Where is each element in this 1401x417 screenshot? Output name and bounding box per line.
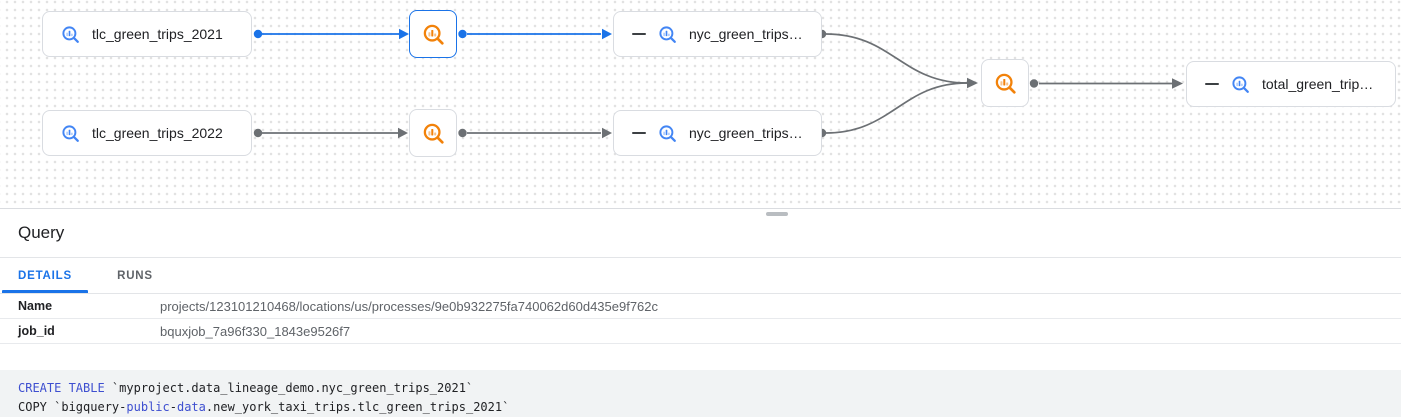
- node-process-1[interactable]: [409, 10, 457, 58]
- bigquery-process-icon: [995, 73, 1016, 94]
- node-tlc-green-trips-2022[interactable]: tlc_green_trips_2022: [42, 110, 252, 156]
- code-line: CREATE TABLE `myproject.data_lineage_dem…: [18, 379, 1383, 398]
- lineage-edges: [253, 28, 1183, 139]
- sql-text: COPY `bigquery: [18, 400, 120, 414]
- sql-keyword: public: [126, 400, 170, 414]
- table-row: Name projects/123101210468/locations/us/…: [0, 294, 1401, 319]
- row-value: projects/123101210468/locations/us/proce…: [160, 298, 659, 314]
- node-label: nyc_green_trips…: [689, 26, 803, 42]
- bigquery-table-icon: [62, 25, 79, 43]
- row-key: job_id: [18, 324, 55, 338]
- query-panel-header: Query: [0, 209, 1401, 258]
- sql-text: .new_york_taxi_trips.tlc_green_trips_202…: [205, 400, 510, 414]
- node-label: total_green_trip…: [1262, 76, 1374, 92]
- arrowhead-icon: [399, 28, 409, 40]
- panel-drag-handle[interactable]: [766, 212, 788, 216]
- node-label: tlc_green_trips_2022: [92, 125, 223, 141]
- sql-text: -: [169, 400, 177, 414]
- node-tlc-green-trips-2021[interactable]: tlc_green_trips_2021: [42, 11, 252, 57]
- panel-title: Query: [18, 223, 65, 242]
- arrowhead-icon: [967, 77, 978, 89]
- collapse-minus-icon[interactable]: [1205, 83, 1219, 85]
- table-row: job_id bquxjob_7a96f330_1843e9526f7: [0, 319, 1401, 344]
- bigquery-table-icon: [659, 124, 676, 142]
- port-dot: [1029, 79, 1039, 88]
- node-process-2[interactable]: [409, 109, 457, 157]
- sql-keyword: CREATE TABLE: [18, 381, 105, 395]
- collapse-minus-icon[interactable]: [632, 132, 646, 134]
- port-dot: [253, 128, 263, 138]
- edge-nyc2021-to-process3: [825, 33, 968, 84]
- node-process-3[interactable]: [981, 59, 1029, 107]
- collapse-minus-icon[interactable]: [632, 33, 646, 35]
- node-label: nyc_green_trips…: [689, 125, 803, 141]
- panel-spacer: [0, 344, 1401, 370]
- sql-text: -: [119, 400, 127, 414]
- sql-text: `myproject.data_lineage_demo.nyc_green_t…: [104, 381, 474, 395]
- port-dot: [458, 29, 467, 39]
- node-total-green-trips[interactable]: total_green_trip…: [1186, 61, 1396, 107]
- lineage-graph-canvas[interactable]: tlc_green_trips_2021 nyc_green_trips…: [0, 0, 1401, 209]
- bigquery-table-icon: [659, 25, 676, 43]
- bigquery-table-icon: [62, 124, 79, 142]
- arrowhead-icon: [398, 127, 408, 139]
- details-table: Name projects/123101210468/locations/us/…: [0, 294, 1401, 344]
- port-dot: [253, 29, 263, 39]
- bigquery-process-icon: [423, 24, 444, 45]
- port-dot: [458, 128, 467, 138]
- panel-tabs: DETAILS RUNS: [0, 258, 1401, 294]
- sql-keyword: data: [176, 400, 206, 414]
- arrowhead-icon: [1172, 78, 1183, 89]
- tab-details[interactable]: DETAILS: [0, 258, 90, 293]
- tab-runs[interactable]: RUNS: [117, 269, 153, 282]
- node-label: tlc_green_trips_2021: [92, 26, 223, 42]
- edge-nyc2022-to-process3: [825, 82, 968, 134]
- node-nyc-green-trips-2022[interactable]: nyc_green_trips…: [613, 110, 822, 156]
- sql-code-block: CREATE TABLE `myproject.data_lineage_dem…: [0, 370, 1401, 417]
- arrowhead-icon: [602, 127, 612, 139]
- code-line: COPY `bigquery-public-data.new_york_taxi…: [18, 398, 1383, 417]
- bigquery-table-icon: [1232, 75, 1249, 93]
- bigquery-process-icon: [423, 123, 444, 144]
- row-value: bquxjob_7a96f330_1843e9526f7: [160, 323, 351, 339]
- node-nyc-green-trips-2021[interactable]: nyc_green_trips…: [613, 11, 822, 57]
- row-key: Name: [18, 299, 53, 313]
- arrowhead-icon: [602, 28, 612, 40]
